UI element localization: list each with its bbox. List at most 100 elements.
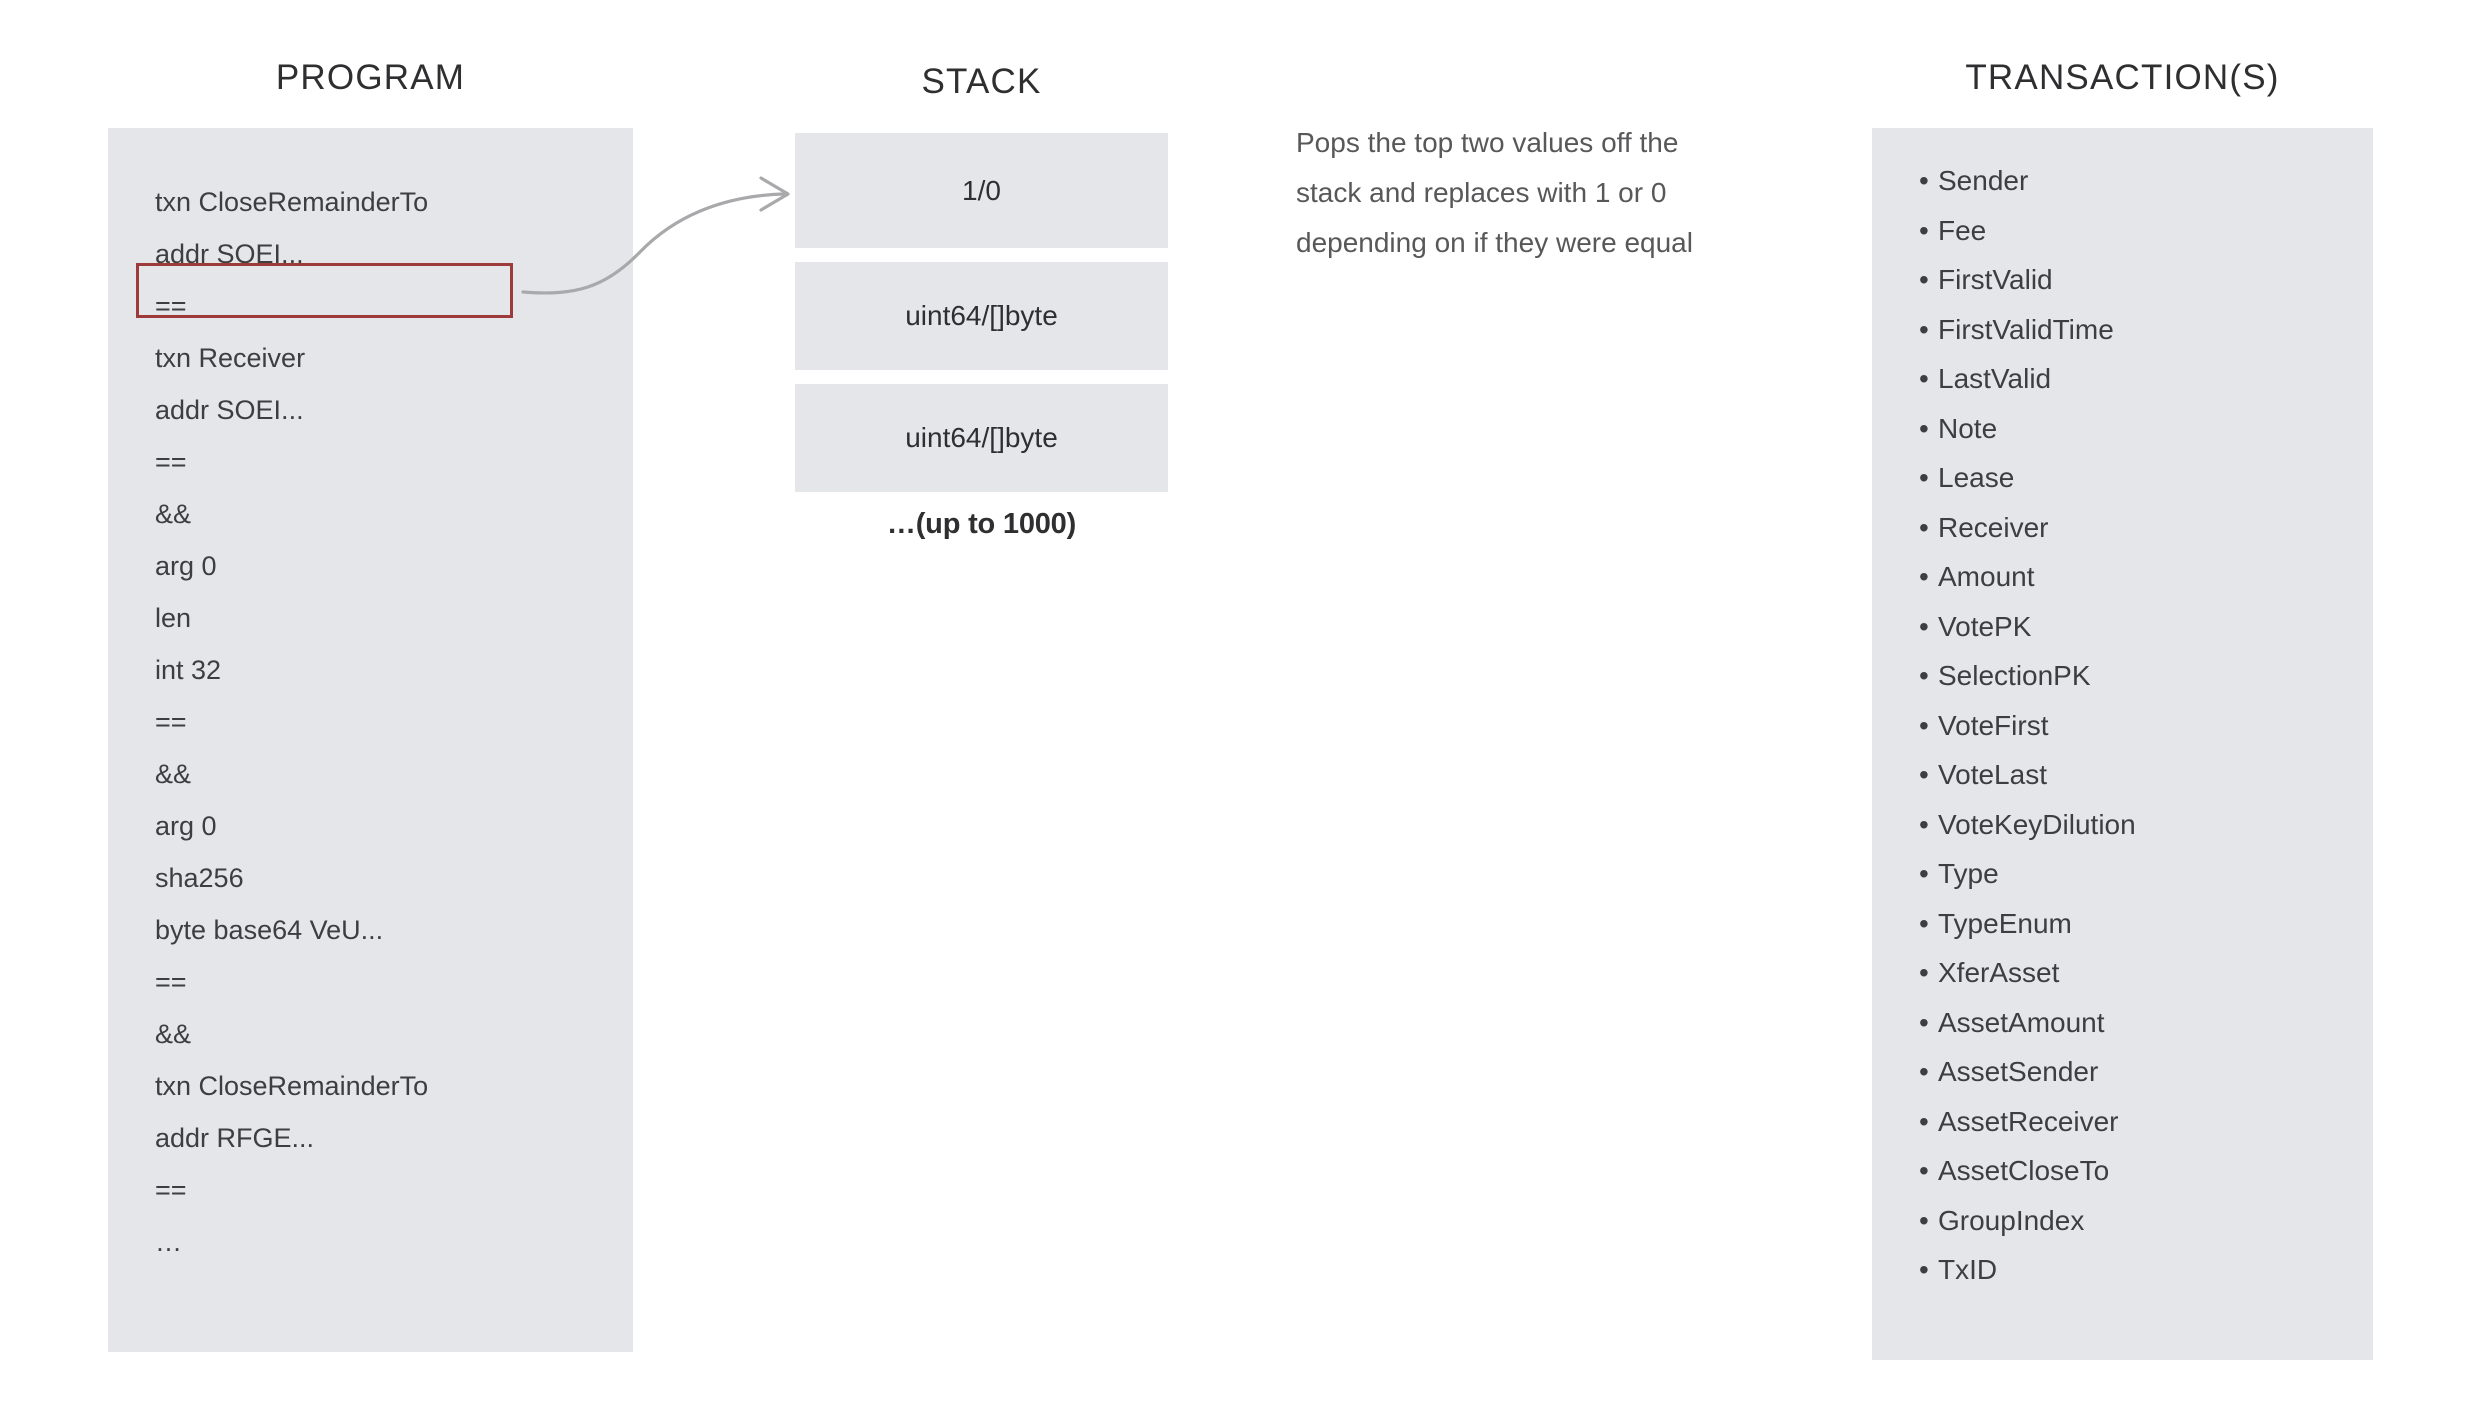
transaction-field-item: • VoteKeyDilution <box>1919 800 2359 850</box>
bullet-icon: • <box>1919 264 1929 295</box>
transaction-field-item: • Lease <box>1919 453 2359 503</box>
bullet-icon: • <box>1919 363 1929 394</box>
program-line: == <box>155 447 187 477</box>
program-line: && <box>155 499 192 529</box>
transaction-field-label: Lease <box>1938 462 2015 493</box>
transaction-field-label: LastValid <box>1938 363 2052 394</box>
transaction-field-label: Receiver <box>1938 511 2049 543</box>
transaction-field-label: SelectionPK <box>1938 660 2091 691</box>
bullet-icon: • <box>1919 1056 1929 1087</box>
transaction-field-label: Amount <box>1938 561 2035 592</box>
transaction-field-label: GroupIndex <box>1938 1204 2085 1236</box>
transaction-field-label: VoteKeyDilution <box>1938 808 2136 840</box>
bullet-icon: • <box>1919 511 1929 543</box>
transaction-field-label: VoteFirst <box>1938 709 2049 741</box>
program-line: … <box>155 1227 182 1257</box>
bullet-icon: • <box>1919 1155 1929 1186</box>
stack-overflow-label: …(up to 1000) <box>886 508 1077 540</box>
bullet-icon: • <box>1919 660 1929 691</box>
transaction-field-label: VoteLast <box>1938 759 2047 790</box>
transaction-field-item: • VotePK <box>1919 602 2359 652</box>
transaction-field-label: TypeEnum <box>1938 907 2072 939</box>
program-line: len <box>155 603 192 633</box>
transaction-field-label: VotePK <box>1938 610 2032 642</box>
transaction-field-label: TxID <box>1938 1254 1998 1285</box>
program-line: int 32 <box>155 655 222 685</box>
bullet-icon: • <box>1919 1006 1929 1038</box>
transaction-field-item: • GroupIndex <box>1919 1196 2359 1246</box>
program-line: == <box>155 1175 187 1205</box>
bullet-icon: • <box>1919 1254 1929 1285</box>
bullet-icon: • <box>1919 165 1929 196</box>
bullet-icon: • <box>1919 214 1929 246</box>
transaction-field-label: Sender <box>1938 165 2029 196</box>
transaction-field-item: • FirstValid <box>1919 255 2359 305</box>
transaction-field-item: • TypeEnum <box>1919 899 2359 949</box>
program-line: sha256 <box>155 863 244 893</box>
transaction-field-item: • AssetAmount <box>1919 998 2359 1048</box>
program-instruction-list: txn CloseRemainderTo addr SOEI... == txn Re… <box>155 176 625 1268</box>
bullet-icon: • <box>1919 462 1929 493</box>
stack-cell-top: 1/0 <box>795 133 1168 248</box>
program-line: arg 0 <box>155 811 217 841</box>
transaction-field-label: AssetReceiver <box>1938 1105 2119 1137</box>
description-line: depending on if they were equal <box>1296 227 1693 258</box>
bullet-icon: • <box>1919 561 1929 592</box>
transaction-field-item: •FirstValidTime <box>1919 305 2359 355</box>
program-line: arg 0 <box>155 551 217 581</box>
transaction-heading: TRANSACTION(S) <box>1965 58 2280 97</box>
transaction-field-item: • Amount <box>1919 552 2359 602</box>
transaction-field-item: • LastValid <box>1919 354 2359 404</box>
program-line: txn Receiver <box>155 343 306 373</box>
bullet-icon: • <box>1919 858 1929 889</box>
transaction-field-label: AssetSender <box>1938 1056 2099 1087</box>
program-line: txn CloseRemainderTo <box>155 1071 429 1101</box>
bullet-icon: • <box>1919 1105 1929 1137</box>
transaction-field-item: • Fee <box>1919 206 2359 256</box>
program-line: addr SOEI... <box>155 395 304 425</box>
program-line: addr RFGE... <box>155 1123 315 1153</box>
program-line: && <box>155 1019 192 1049</box>
stack-cell: uint64/[]byte <box>795 384 1168 492</box>
transaction-field-item: • AssetReceiver <box>1919 1097 2359 1147</box>
stack-cell: uint64/[]byte <box>795 262 1168 370</box>
transaction-field-list: • Sender • Fee • FirstValid •FirstValidTime • La… <box>1919 156 2359 1295</box>
transaction-field-label: AssetAmount <box>1938 1006 2105 1038</box>
program-line: txn CloseRemainderTo <box>155 187 429 217</box>
bullet-icon: • <box>1919 759 1929 790</box>
transaction-field-item: • SelectionPK <box>1919 651 2359 701</box>
transaction-field-label: AssetCloseTo <box>1938 1155 2110 1186</box>
program-line: == <box>155 707 187 737</box>
flow-arrow-icon <box>521 176 790 295</box>
transaction-field-item: • TxID <box>1919 1245 2359 1295</box>
transaction-field-item: • Note <box>1919 404 2359 454</box>
transaction-field-label: FirstValid <box>1938 264 2053 295</box>
bullet-icon: • <box>1919 610 1929 642</box>
transaction-panel <box>1872 128 2373 1360</box>
bullet-icon: • <box>1919 412 1929 444</box>
bullet-icon: • <box>1919 1204 1929 1236</box>
transaction-field-item: • AssetSender <box>1919 1047 2359 1097</box>
program-line: == <box>155 967 187 997</box>
transaction-field-item: • Type <box>1919 849 2359 899</box>
program-line: byte base64 VeU... <box>155 915 384 945</box>
transaction-field-label: Fee <box>1938 214 1987 246</box>
transaction-field-item: • AssetCloseTo <box>1919 1146 2359 1196</box>
stack-heading: STACK <box>921 62 1042 101</box>
transaction-field-label: XferAsset <box>1938 957 2060 988</box>
description-line: stack and replaces with 1 or 0 <box>1296 177 1667 208</box>
program-line: && <box>155 759 192 789</box>
transaction-field-item: • Receiver <box>1919 503 2359 553</box>
program-heading: PROGRAM <box>275 58 466 97</box>
transaction-field-item: • XferAsset <box>1919 948 2359 998</box>
bullet-icon: • <box>1919 957 1929 988</box>
transaction-field-item: •VoteFirst <box>1919 701 2359 751</box>
program-panel <box>108 128 633 1352</box>
bullet-icon: • <box>1919 808 1929 840</box>
transaction-field-label: Note <box>1938 412 1998 444</box>
bullet-icon: • <box>1919 313 1929 345</box>
transaction-field-label: Type <box>1938 858 1999 889</box>
bullet-icon: • <box>1919 907 1929 939</box>
